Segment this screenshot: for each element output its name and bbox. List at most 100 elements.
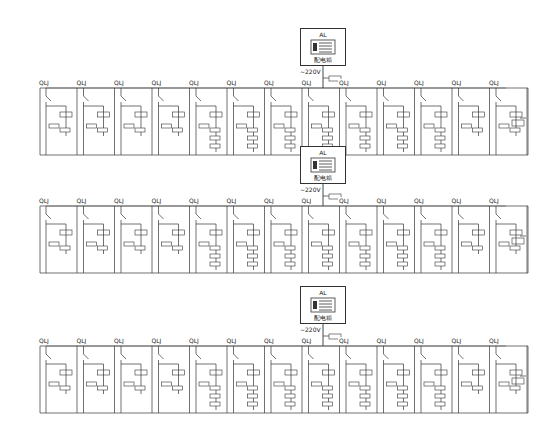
- wire: [233, 220, 234, 273]
- device-symbol: [285, 394, 295, 398]
- wire: [121, 96, 126, 101]
- wire: [308, 206, 309, 214]
- wire: [421, 224, 441, 225]
- wire: [366, 148, 367, 152]
- device-symbol: [60, 386, 70, 390]
- wire: [346, 354, 351, 359]
- wire: [216, 406, 217, 410]
- device-symbol: [210, 254, 220, 258]
- device-symbol: [237, 242, 247, 246]
- wire: [271, 220, 272, 273]
- device-symbol: [248, 402, 258, 406]
- device-symbol: [398, 402, 408, 406]
- wire: [309, 364, 329, 365]
- wire: [159, 106, 179, 107]
- device-symbol: [285, 136, 295, 140]
- wire: [377, 206, 378, 273]
- device-symbol: [473, 230, 485, 235]
- wire: [253, 250, 254, 254]
- wire: [328, 258, 329, 262]
- wire: [46, 96, 51, 101]
- wire: [309, 106, 329, 107]
- breaker-label: QLJ: [263, 337, 275, 344]
- box-text: AL: [303, 289, 343, 296]
- wire: [441, 398, 442, 402]
- wire: [516, 250, 517, 254]
- distribution-box: AL配电箱: [300, 286, 346, 324]
- wire: [328, 406, 329, 410]
- wire: [506, 346, 528, 347]
- wire: [234, 106, 254, 107]
- wire: [121, 346, 122, 354]
- wire: [234, 364, 254, 365]
- wire: [121, 354, 126, 359]
- device-symbol: [360, 136, 370, 140]
- wire: [403, 148, 404, 152]
- breaker-label: QLJ: [151, 197, 163, 204]
- wire: [366, 132, 367, 136]
- wire: [346, 364, 366, 365]
- wire: [216, 398, 217, 402]
- wire: [121, 102, 122, 155]
- wire: [458, 88, 459, 96]
- wire: [141, 390, 142, 394]
- breaker-label: QLJ: [226, 337, 238, 344]
- wire: [459, 364, 479, 365]
- wire: [158, 360, 159, 413]
- wire: [458, 220, 459, 273]
- device-symbol: [323, 370, 335, 375]
- device-symbol: [248, 112, 260, 117]
- device-symbol: [398, 254, 408, 258]
- device-symbol: [173, 112, 185, 117]
- wire: [158, 220, 159, 273]
- wire: [46, 346, 47, 354]
- wire: [520, 118, 526, 119]
- device-symbol: [210, 386, 220, 390]
- wire: [421, 220, 422, 273]
- wire: [346, 206, 347, 214]
- wire: [366, 266, 367, 270]
- wire: [496, 224, 516, 225]
- breaker-label: QLJ: [338, 79, 350, 86]
- wire: [271, 354, 276, 359]
- wire: [520, 376, 526, 377]
- wire: [233, 360, 234, 413]
- device-symbol: [285, 144, 295, 148]
- wire: [46, 354, 51, 359]
- wire: [264, 346, 265, 413]
- breaker-label: QLJ: [413, 337, 425, 344]
- device-symbol: [349, 124, 359, 128]
- device-symbol: [285, 370, 297, 375]
- breaker-label: QLJ: [263, 197, 275, 204]
- wire: [141, 132, 142, 136]
- wire: [496, 214, 501, 219]
- wire: [421, 88, 422, 96]
- wire: [323, 336, 329, 337]
- wire: [323, 78, 329, 79]
- wire: [308, 88, 309, 96]
- wire: [489, 206, 490, 273]
- device-symbol: [424, 382, 434, 386]
- wire: [84, 214, 89, 219]
- wire: [403, 390, 404, 394]
- wire: [323, 196, 329, 197]
- device-symbol: [98, 386, 108, 390]
- wire: [403, 132, 404, 136]
- device-symbol: [387, 124, 397, 128]
- device-symbol: [173, 230, 185, 235]
- wire: [114, 346, 115, 413]
- wire: [302, 88, 303, 155]
- device-symbol: [323, 246, 333, 250]
- breaker-label: QLJ: [376, 197, 388, 204]
- device-symbol: [349, 242, 359, 246]
- device-symbol: [210, 128, 220, 132]
- wire: [141, 250, 142, 254]
- voltage-label: ~220V: [299, 326, 322, 333]
- breaker-label: QLJ: [76, 337, 88, 344]
- wire: [158, 102, 159, 155]
- wire: [253, 132, 254, 136]
- breaker-label: QLJ: [38, 79, 50, 86]
- device-symbol: [360, 370, 372, 375]
- wire: [46, 205, 506, 206]
- wire: [489, 88, 490, 155]
